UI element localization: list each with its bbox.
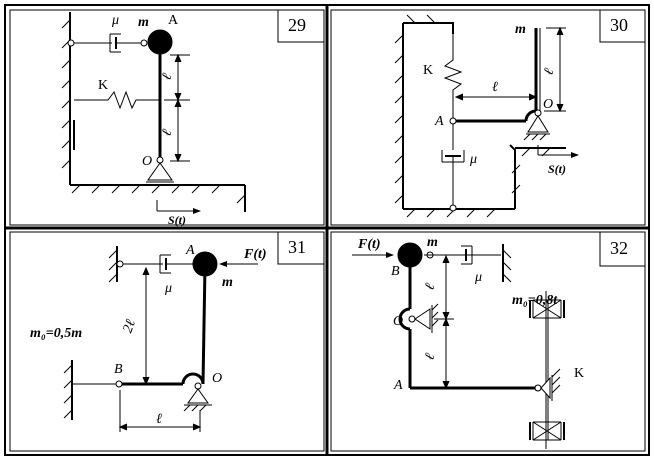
- lower-wall-31: [63, 360, 116, 420]
- number-box-31: [277, 231, 325, 265]
- length-dims-32: [414, 254, 454, 390]
- base-motion-arrow-29: [156, 200, 201, 214]
- panel-30-labels: 30 m ℓ K ℓ O A μ S(t): [423, 15, 628, 176]
- length-lower-label-32: ℓ: [422, 351, 438, 362]
- damping-label-29: μ: [111, 13, 119, 28]
- panel-number-31: 31: [288, 237, 306, 257]
- damper-32: [426, 244, 512, 283]
- spring-label-30: K: [423, 63, 433, 78]
- force-label-31: F(t): [243, 247, 267, 262]
- number-box-32: [599, 231, 646, 267]
- mass-label-32: m: [427, 235, 438, 250]
- point-a-label-30: A: [434, 114, 444, 129]
- point-a-label-29: A: [168, 13, 179, 28]
- joint-b-31: [115, 380, 123, 388]
- pivot-label-30: O: [543, 97, 553, 112]
- panel-30: [394, 9, 646, 218]
- rods-30: [456, 28, 538, 123]
- spring-label-29: K: [98, 78, 108, 93]
- length-2l-label-31: 2ℓ: [121, 318, 140, 335]
- length-dims-31: [118, 266, 202, 432]
- pivot-32: [408, 303, 439, 333]
- pivot-label-32: O: [393, 314, 403, 329]
- base-motion-arrow-30: [537, 145, 579, 158]
- damper-29: [67, 33, 148, 53]
- joint-a-30: [449, 117, 457, 125]
- spring-label-32: K: [574, 366, 584, 381]
- damping-label-32: μ: [474, 270, 482, 285]
- wall-30: [402, 22, 566, 210]
- mass-label-29: m: [138, 15, 149, 30]
- point-a-label-31: A: [185, 243, 195, 258]
- panel-32-labels: 32 F(t) m B μ ℓ m₀=0,8t O ℓ A K: [357, 235, 628, 393]
- pivot-label-29: O: [142, 154, 152, 169]
- panel-29-labels: 29 μ m A ℓ ℓ K O S(t): [98, 13, 306, 227]
- panel-29: [61, 9, 325, 214]
- point-b-label-32: B: [391, 264, 400, 279]
- mass-31: [192, 251, 218, 277]
- spring-30: [443, 34, 463, 120]
- panel-31-labels: 31 A F(t) μ m 2ℓ m₀=0,5m B O ℓ: [30, 237, 306, 427]
- force-label-32: F(t): [357, 237, 381, 252]
- mass-label-31: m: [222, 275, 233, 290]
- damper-30: [441, 122, 465, 212]
- length-vertical-label-30: ℓ: [541, 66, 557, 77]
- number-box-29: [277, 9, 325, 43]
- panel-number-29: 29: [288, 15, 306, 35]
- length-upper-label-32: ℓ: [422, 281, 438, 292]
- upper-wall-31: [108, 246, 118, 283]
- point-a-label-32: A: [393, 378, 403, 393]
- pivot-label-31: O: [212, 371, 222, 386]
- panel-32: [352, 231, 646, 449]
- panel-grid: [4, 4, 650, 456]
- panel-number-30: 30: [610, 15, 628, 35]
- damping-label-30: μ: [469, 152, 477, 167]
- base-motion-label-30: S(t): [548, 162, 566, 176]
- point-b-label-31: B: [114, 362, 123, 377]
- pivot-31: [183, 382, 212, 412]
- length-dims-30: [454, 26, 566, 113]
- panel-number-32: 32: [610, 238, 628, 258]
- length-dims-29: [164, 53, 190, 163]
- length-upper-label-29: ℓ: [159, 71, 175, 82]
- length-horizontal-label-31: ℓ: [156, 412, 162, 427]
- mass-ratio-label-31: m₀=0,5m: [30, 326, 82, 341]
- panel-31: [63, 231, 325, 432]
- spring-29: [74, 90, 160, 110]
- base-motion-label-29: S(t): [168, 213, 186, 227]
- length-horizontal-label-30: ℓ: [492, 80, 498, 95]
- mass-29: [147, 29, 173, 55]
- rods-31: [121, 265, 207, 386]
- damping-label-31: μ: [164, 281, 172, 296]
- mass-label-30: m: [515, 22, 526, 37]
- mass-ratio-label-32: m₀=0,8t: [512, 293, 558, 308]
- pivot-29: [146, 156, 174, 183]
- length-lower-label-29: ℓ: [159, 127, 175, 138]
- spring-frame-32: [529, 291, 565, 449]
- number-box-30: [599, 9, 646, 43]
- pivot-30: [523, 109, 550, 141]
